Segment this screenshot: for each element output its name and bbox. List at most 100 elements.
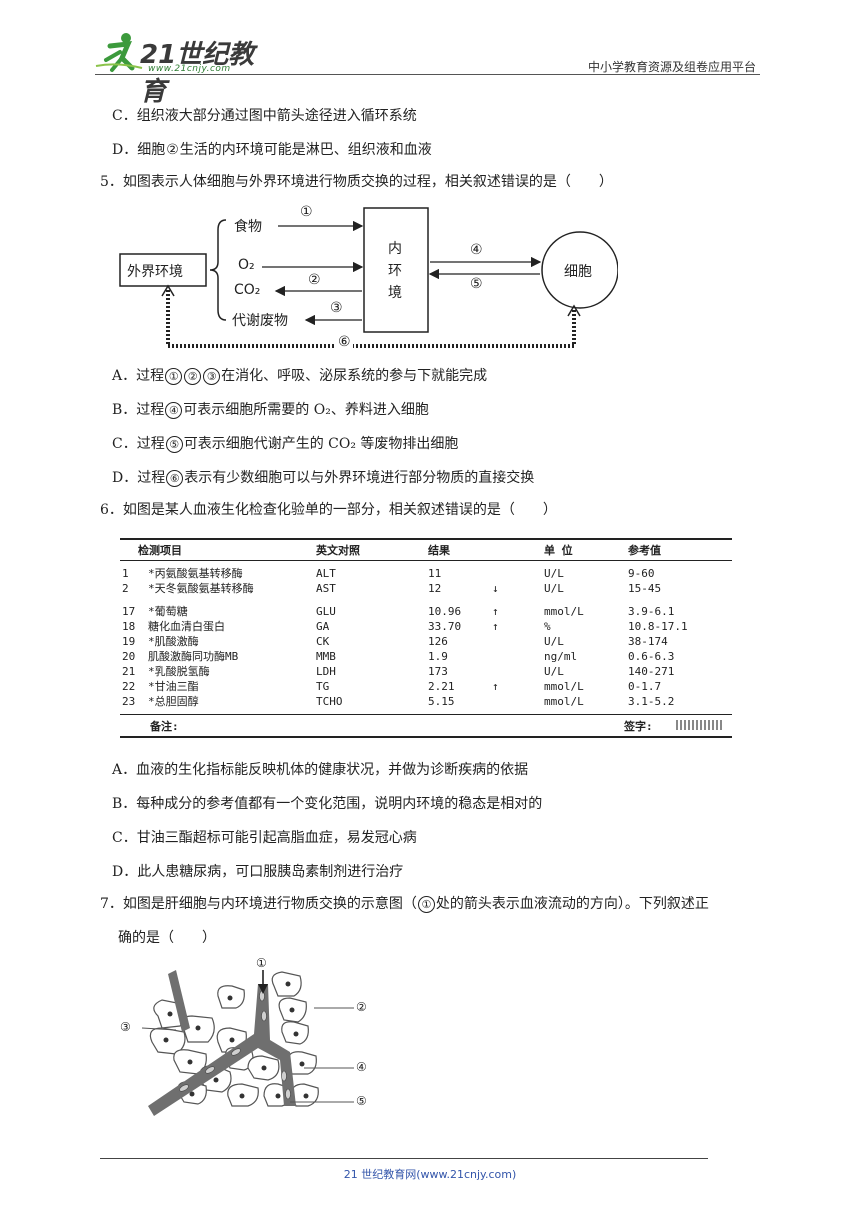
header-english: 英文对照 bbox=[316, 544, 360, 557]
q5-stem: 5．如图表示人体细胞与外界环境进行物质交换的过程，相关叙述错误的是（ ） bbox=[100, 174, 613, 190]
logo-url-text: www.21cnjy.com bbox=[148, 64, 231, 74]
q6-option-b: B．每种成分的参考值都有一个变化范围，说明内环境的稳态是相对的 bbox=[112, 796, 543, 812]
q7-stem-post: 处的箭头表示血液流动的方向）。下列叙述正 bbox=[435, 896, 709, 912]
arrow-6-label: ⑥ bbox=[336, 334, 353, 350]
table-note: 备注: bbox=[150, 720, 179, 733]
table-cell-item: *肌酸激酶 bbox=[148, 635, 199, 648]
arrow-1-label: ① bbox=[300, 204, 313, 220]
table-cell-code: ALT bbox=[316, 567, 336, 580]
waste-label: 代谢废物 bbox=[232, 313, 288, 329]
signature-scribble bbox=[676, 720, 724, 730]
q6-option-a: A．血液的生化指标能反映机体的健康状况，并做为诊断疾病的依据 bbox=[112, 762, 529, 778]
table-cell-num: 1 bbox=[122, 567, 129, 580]
header-reference: 参考值 bbox=[628, 544, 661, 557]
q7-stem-num: ① bbox=[417, 896, 435, 913]
q6-option-d: D．此人患糖尿病，可口服胰岛素制剂进行治疗 bbox=[112, 864, 404, 880]
table-cell-ref: 3.1-5.2 bbox=[628, 695, 675, 708]
table-cell-ref: 0.6-6.3 bbox=[628, 650, 675, 663]
header-logo: 21世纪教育 www.21cnjy.com bbox=[92, 30, 272, 107]
arrow-2-label: ② bbox=[308, 272, 321, 288]
inner-environment-label: 内环境 bbox=[388, 241, 402, 301]
header-rule bbox=[95, 74, 760, 75]
table-cell-code: MMB bbox=[316, 650, 336, 663]
table-cell-code: GA bbox=[316, 620, 330, 633]
table-cell-ref: 10.8-17.1 bbox=[628, 620, 688, 633]
table-cell-unit: U/L bbox=[544, 665, 564, 678]
table-cell-num: 23 bbox=[122, 695, 136, 708]
outer-environment-label: 外界环境 bbox=[127, 264, 183, 280]
q5-b-pre: B．过程 bbox=[112, 402, 165, 418]
q5-a-num-3: ③ bbox=[203, 368, 221, 385]
table-cell-result: 173 bbox=[428, 665, 448, 678]
table-cell-code: CK bbox=[316, 635, 330, 648]
table-cell-num: 17 bbox=[122, 605, 136, 618]
header-platform: 中小学教育资源及组卷应用平台 bbox=[587, 60, 756, 74]
table-cell-num: 22 bbox=[122, 680, 136, 693]
q6-stem: 6．如图是某人血液生化检查化验单的一部分，相关叙述错误的是（ ） bbox=[100, 502, 557, 518]
table-cell-ref: 3.9-6.1 bbox=[628, 605, 675, 618]
q7-stem-pre: 7．如图是肝细胞与内环境进行物质交换的示意图（ bbox=[100, 896, 417, 912]
liver-label-4: ④ bbox=[356, 1060, 367, 1074]
table-cell-item: 肌酸激酶同功酶MB bbox=[148, 650, 239, 663]
table-cell-item: *葡萄糖 bbox=[148, 605, 188, 618]
table-cell-ref: 140-271 bbox=[628, 665, 675, 678]
q4-d-num: ② bbox=[166, 142, 179, 158]
table-cell-num: 2 bbox=[122, 582, 129, 595]
table-cell-flag: ↑ bbox=[492, 620, 499, 633]
table-cell-code: LDH bbox=[316, 665, 336, 678]
q5-c-pre: C．过程 bbox=[112, 436, 165, 452]
q5-a-num-2: ② bbox=[184, 368, 202, 385]
table-cell-item: *天冬氨酸氨基转移酶 bbox=[148, 582, 254, 595]
q5-d-post: 表示有少数细胞可以与外界环境进行部分物质的直接交换 bbox=[184, 470, 535, 486]
arrow-4-label: ④ bbox=[470, 242, 483, 258]
q5-a-num-1: ① bbox=[165, 368, 183, 385]
arrow-5-label: ⑤ bbox=[470, 276, 483, 292]
table-cell-flag: ↓ bbox=[492, 582, 499, 595]
table-cell-ref: 9-60 bbox=[628, 567, 655, 580]
table-cell-num: 21 bbox=[122, 665, 136, 678]
logo-main-text: 21世纪教育 bbox=[140, 40, 255, 107]
table-cell-unit: U/L bbox=[544, 635, 564, 648]
table-cell-result: 10.96 bbox=[428, 605, 462, 618]
table-cell-code: TG bbox=[316, 680, 330, 693]
q5-a-post: 在消化、呼吸、泌尿系统的参与下就能完成 bbox=[221, 368, 488, 384]
table-cell-item: *乳酸脱氢酶 bbox=[148, 665, 210, 678]
footer-text: 21 世纪教育网(www.21cnjy.com) bbox=[343, 1168, 517, 1181]
q4-d-pre: D．细胞 bbox=[112, 142, 166, 158]
cell-label: 细胞 bbox=[564, 264, 592, 280]
q5-d-num: ⑥ bbox=[166, 470, 184, 487]
table-cell-result: 1.9 bbox=[428, 650, 448, 663]
runner-logo-icon bbox=[95, 33, 143, 72]
table-cell-result: 33.70 bbox=[428, 620, 462, 633]
table-cell-ref: 38-174 bbox=[628, 635, 668, 648]
q5-d-pre: D．过程 bbox=[112, 470, 166, 486]
table-cell-result: 2.21 bbox=[428, 680, 455, 693]
table-cell-code: AST bbox=[316, 582, 336, 595]
q5-c-post: 可表示细胞代谢产生的 CO₂ 等废物排出细胞 bbox=[183, 436, 459, 452]
table-cell-ref: 15-45 bbox=[628, 582, 662, 595]
table-top-rule bbox=[120, 538, 732, 540]
table-note-rule bbox=[120, 714, 732, 715]
q5-c-num: ⑤ bbox=[165, 436, 183, 453]
food-label: 食物 bbox=[234, 219, 262, 235]
o2-label: O₂ bbox=[238, 257, 255, 273]
liver-diagram: ① ② ③ ④ ⑤ bbox=[118, 956, 388, 1122]
table-cell-flag: ↑ bbox=[492, 605, 499, 618]
table-cell-unit: mmol/L bbox=[544, 680, 584, 693]
q6-option-c: C．甘油三酯超标可能引起高脂血症，易发冠心病 bbox=[112, 830, 417, 846]
co2-label: CO₂ bbox=[234, 282, 261, 298]
table-sign: 签字: bbox=[624, 720, 653, 733]
q5-b-num: ④ bbox=[165, 402, 183, 419]
liver-label-5: ⑤ bbox=[356, 1094, 367, 1108]
